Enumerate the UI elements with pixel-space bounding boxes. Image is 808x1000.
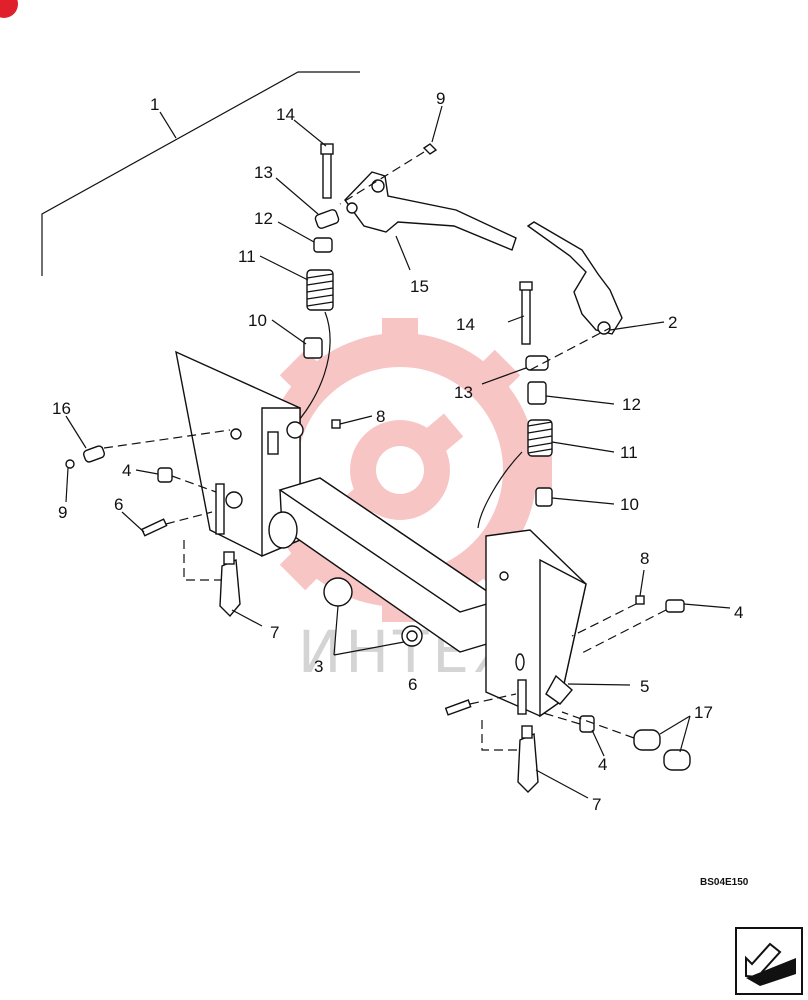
arrow-next-icon[interactable] (735, 927, 803, 995)
callout-4-bottom: 4 (598, 755, 607, 774)
right-latch-assembly (477, 221, 623, 529)
callout-10-left: 10 (248, 311, 267, 330)
callout-9-left: 9 (58, 503, 67, 522)
callout-4-left: 4 (122, 461, 131, 480)
callout-17: 17 (694, 703, 713, 722)
callout-4-right: 4 (734, 603, 743, 622)
left-small-parts (65, 419, 423, 647)
callout-7-left: 7 (270, 623, 279, 642)
right-plate (485, 529, 587, 718)
callout-7-right: 7 (592, 795, 601, 814)
corner-mark (0, 0, 18, 18)
callout-1: 1 (150, 95, 159, 114)
callout-6-right: 6 (408, 675, 417, 694)
callout-8-right: 8 (640, 549, 649, 568)
callout-9-top: 9 (436, 89, 445, 108)
callout-3: 3 (314, 657, 323, 676)
callout-14-right: 14 (456, 315, 475, 334)
callout-8-left: 8 (376, 407, 385, 426)
callout-6-left: 6 (114, 495, 123, 514)
callout-12-right: 12 (622, 395, 641, 414)
callout-16: 16 (52, 399, 71, 418)
callout-12-left: 12 (254, 209, 273, 228)
callout-11-right: 11 (620, 443, 638, 462)
callout-14-left: 14 (276, 105, 295, 124)
callout-13-right: 13 (454, 383, 473, 402)
callout-5: 5 (640, 677, 649, 696)
left-latch-assembly (267, 143, 517, 486)
callout-11-left: 11 (238, 247, 256, 266)
callout-10-right: 10 (620, 495, 639, 514)
assembly-bracket (41, 71, 360, 276)
callout-2: 2 (668, 313, 677, 332)
callout-13-left: 13 (254, 163, 273, 182)
leader-lines (65, 105, 731, 799)
callout-labels: 1 9 14 13 12 11 10 15 16 9 4 6 7 3 8 2 1… (52, 89, 743, 814)
drawing-code: BS04E150 (700, 877, 749, 888)
right-small-parts (444, 595, 691, 793)
callout-15: 15 (410, 277, 429, 296)
